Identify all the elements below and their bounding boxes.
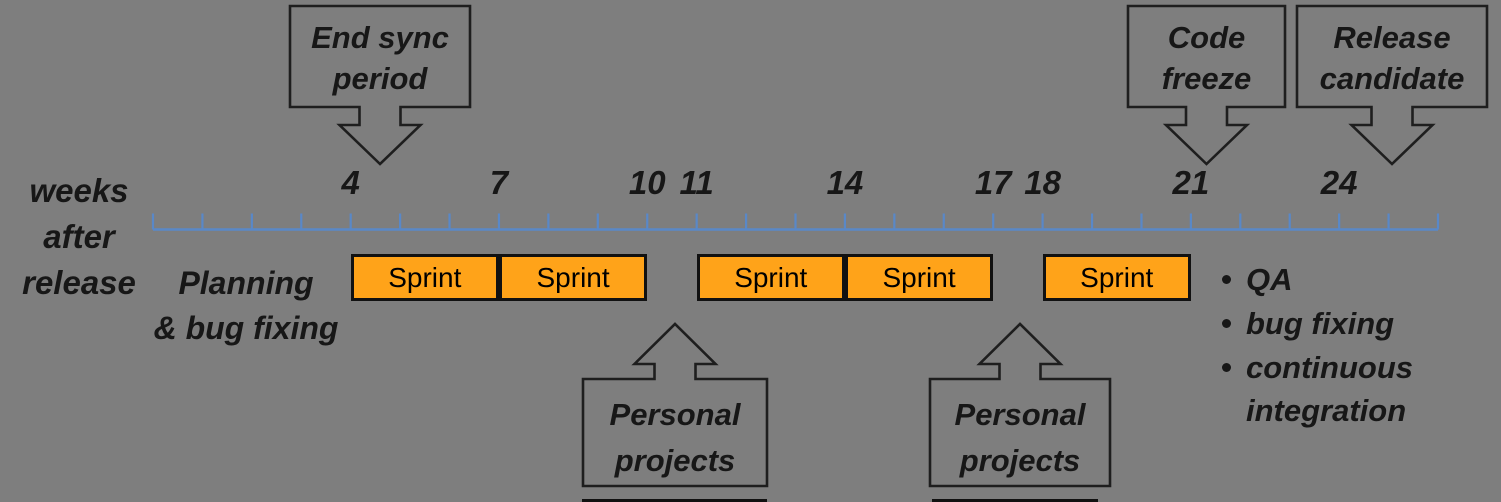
sprint-label: Sprint [1080, 261, 1154, 293]
callout-end-sync-period: End sync period [290, 17, 470, 99]
callout-line: Personal [954, 397, 1086, 432]
bullet-icon [1222, 363, 1231, 372]
list-item: continuous integration [1222, 346, 1437, 432]
callout-release-candidate: Release candidate [1297, 17, 1487, 99]
week-label-4: 4 [341, 164, 360, 201]
callout-line: candidate [1319, 61, 1465, 96]
list-item: QA [1222, 258, 1437, 301]
sprint-box-week-11-14: Sprint [696, 254, 845, 301]
callout-personal-projects-2: Personal projects [930, 392, 1110, 484]
callout-line: projects [959, 443, 1081, 478]
week-label-18: 18 [1024, 164, 1061, 201]
sprint-box-week-7-10: Sprint [498, 254, 648, 301]
list-item-label: continuous integration [1246, 350, 1414, 428]
timeline-ticks [151, 213, 1440, 230]
callout-line: End sync [311, 20, 449, 55]
sprint-box-week-4-7: Sprint [350, 254, 499, 301]
planning-phase-label: Planning & bug fixing [136, 261, 356, 351]
qa-phase-list: QA bug fixing continuous integration [1222, 258, 1437, 433]
sprint-label: Sprint [734, 261, 808, 293]
callout-code-freeze: Code freeze [1128, 17, 1285, 99]
bullet-icon [1222, 319, 1231, 328]
list-item: bug fixing [1222, 302, 1437, 345]
axis-caption: weeks after release [9, 168, 149, 306]
callout-line: Release [1333, 20, 1451, 55]
callout-shape-down-arrow-release-candidate [1295, 4, 1489, 166]
planning-phase-line: & bug fixing [153, 310, 339, 346]
callout-line: projects [614, 443, 736, 478]
callout-shape-up-arrow-personal-projects-2 [928, 322, 1112, 488]
week-label-24: 24 [1320, 164, 1358, 201]
sprint-box-week-14-17: Sprint [844, 254, 994, 301]
week-label-21: 21 [1172, 164, 1210, 201]
sprint-box-week-18-21: Sprint [1042, 254, 1191, 301]
week-label-17: 17 [974, 164, 1012, 201]
axis-caption-line: after [43, 218, 115, 255]
callout-line: Personal [609, 397, 741, 432]
callout-personal-projects-1: Personal projects [583, 392, 767, 484]
sprint-label: Sprint [388, 261, 462, 293]
week-label-11: 11 [679, 164, 714, 201]
week-label-14: 14 [826, 164, 864, 201]
week-label-7: 7 [489, 164, 509, 201]
week-label-10: 10 [628, 164, 666, 201]
list-item-label: bug fixing [1246, 306, 1395, 341]
callout-shape-down-arrow-end-sync-period [288, 4, 472, 166]
callout-line: period [332, 61, 428, 96]
bullet-icon [1222, 275, 1231, 284]
callout-line: freeze [1161, 61, 1252, 96]
callout-shape-up-arrow-personal-projects-1 [581, 322, 769, 488]
callout-shape-down-arrow-code-freeze [1126, 4, 1287, 166]
axis-caption-line: weeks [29, 172, 129, 209]
sprint-label: Sprint [536, 261, 610, 293]
list-item-label: QA [1246, 262, 1293, 297]
callout-line: Code [1167, 20, 1246, 55]
sprint-label: Sprint [882, 261, 956, 293]
planning-phase-line: Planning [178, 265, 314, 301]
axis-caption-line: release [22, 264, 136, 301]
